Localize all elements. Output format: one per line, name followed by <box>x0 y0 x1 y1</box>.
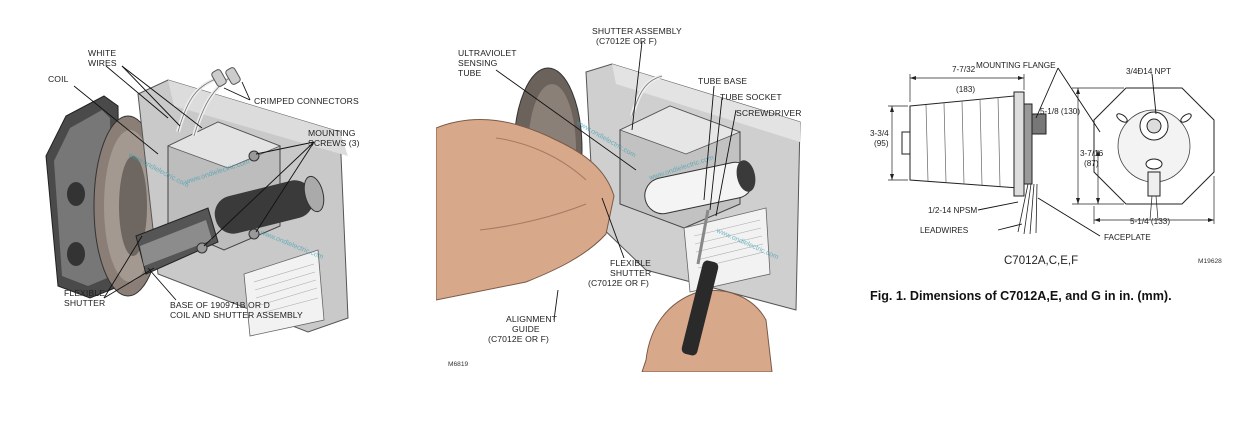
label-mounting-screws: SCREWS (3) <box>308 138 360 148</box>
label-leadwires: LEADWIRES <box>920 226 969 235</box>
label-base: COIL AND SHUTTER ASSEMBLY <box>170 310 303 320</box>
label-shutter-assembly: (C7012E OR F) <box>596 36 657 46</box>
label-center-height: (87) <box>1084 159 1099 168</box>
label-tube-base: TUBE BASE <box>698 76 747 86</box>
label-flexible-shutter: SHUTTER <box>610 268 651 278</box>
figure-code: M19628 <box>1198 258 1222 265</box>
label-coil: COIL <box>48 74 69 84</box>
label-body-diameter: (95) <box>874 139 889 148</box>
label-length-dimension: 7-7/32 <box>952 65 976 74</box>
label-center-height: 3-7/16 <box>1080 149 1104 158</box>
label-crimped-connectors: CRIMPED CONNECTORS <box>254 96 359 106</box>
label-base: BASE OF 190971B OR D <box>170 300 270 310</box>
uv-tube-installation-figure: www.ondielectric.com www.ondielectric.co… <box>436 20 806 372</box>
label-mounting-screws: MOUNTING <box>308 128 356 138</box>
label-tube-socket: TUBE SOCKET <box>720 92 782 102</box>
label-body-diameter: 3-3/4 <box>870 129 889 138</box>
model-number: C7012A,C,E,F <box>1004 255 1078 267</box>
label-flexible-shutter: (C7012E OR F) <box>588 278 649 288</box>
label-faceplate-height: 5-1/8 (130) <box>1040 107 1080 116</box>
label-npsm-thread: 1/2-14 NPSM <box>928 206 977 215</box>
label-mounting-flange: MOUNTING FLANGE <box>976 61 1056 70</box>
figure-caption: Fig. 1. Dimensions of C7012A,E, and G in… <box>870 289 1172 303</box>
label-white-wires: WIRES <box>88 58 117 68</box>
coil-shutter-assembly-figure: www.ondielectric.com www.ondielectric.co… <box>18 36 390 348</box>
label-alignment-guide: ALIGNMENT <box>506 314 558 324</box>
label-flexible-shutter: SHUTTER <box>64 298 105 308</box>
label-npt-thread: 3/4Ð14 NPT <box>1126 67 1171 76</box>
label-faceplate-width: 5-1/4 (133) <box>1130 217 1170 226</box>
label-uv-sensing-tube: TUBE <box>458 68 481 78</box>
label-alignment-guide: (C7012E OR F) <box>488 334 549 344</box>
label-length-dimension: (183) <box>956 85 975 94</box>
figure-code: M6819 <box>448 361 468 368</box>
label-uv-sensing-tube: SENSING <box>458 58 498 68</box>
label-shutter-assembly: SHUTTER ASSEMBLY <box>592 26 682 36</box>
label-flexible-shutter: FLEXIBLE <box>64 288 105 298</box>
label-uv-sensing-tube: ULTRAVIOLET <box>458 48 517 58</box>
label-flexible-shutter: FLEXIBLE <box>610 258 651 268</box>
label-white-wires: WHITE <box>88 48 116 58</box>
dimensions-figure: MOUNTING FLANGE 3/4Ð14 NPT 7-7/32 (183) … <box>868 52 1236 314</box>
label-faceplate: FACEPLATE <box>1104 233 1151 242</box>
label-alignment-guide: GUIDE <box>512 324 540 334</box>
label-screwdriver: SCREWDRIVER <box>736 108 802 118</box>
